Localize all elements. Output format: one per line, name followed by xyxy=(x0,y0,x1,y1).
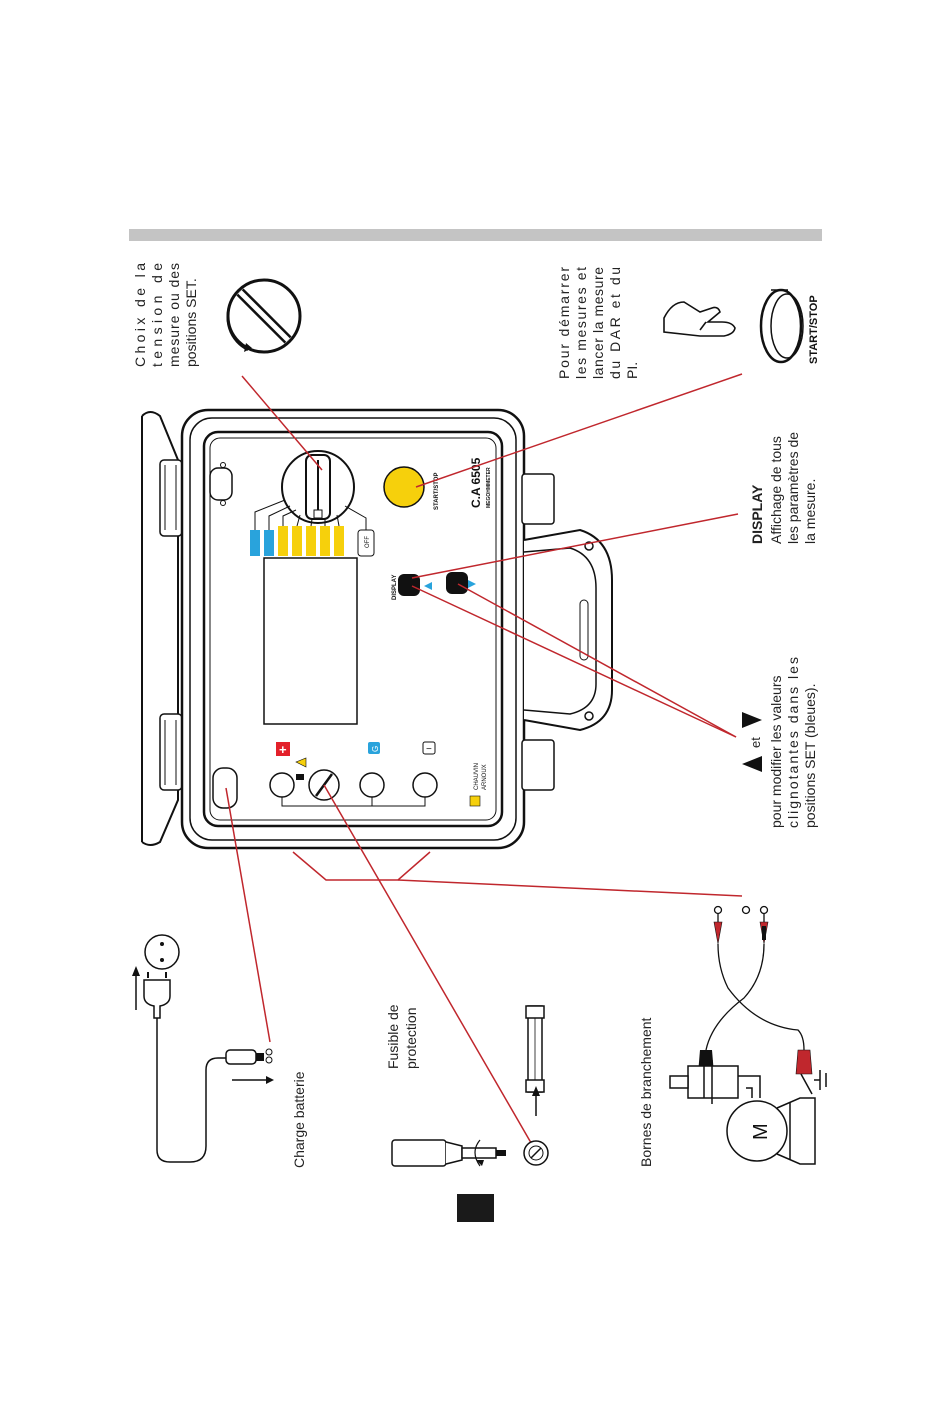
et-label: et xyxy=(748,737,763,748)
page-tab xyxy=(457,1194,494,1222)
terminal-g-label: G xyxy=(371,746,380,752)
callout-text-line: Fusible de xyxy=(385,1004,401,1069)
display-button[interactable] xyxy=(398,574,420,596)
header-bar xyxy=(129,229,822,241)
latch xyxy=(521,739,555,791)
callout-text-line: positions SET. xyxy=(183,278,199,367)
model-subtitle: MEGOHMMETER xyxy=(486,467,492,508)
latch xyxy=(521,473,555,525)
callout-text-line: positions SET (bleues). xyxy=(802,684,818,828)
off-label: OFF xyxy=(365,536,371,548)
fuse-label: Fusible de protection xyxy=(385,1004,419,1069)
terminal-g-tag xyxy=(368,742,380,754)
start-stop-panel-label: START/STOP xyxy=(434,473,440,510)
callout-voltage-choice: Choix de la tension de mesure ou des pos… xyxy=(132,263,199,367)
lid-hinge xyxy=(159,459,183,537)
screwdriver-icon xyxy=(391,1139,506,1167)
tag-vm xyxy=(278,526,288,556)
brand-line1: CHAUVIN xyxy=(474,763,480,790)
callout-text-line: les paramètres de xyxy=(785,432,801,544)
callout-text-line: mesure ou des xyxy=(166,263,182,367)
pressing-hand-icon xyxy=(663,301,736,337)
terminal-g[interactable] xyxy=(359,772,385,798)
callout-text-line: pour modifier les valeurs xyxy=(768,675,784,828)
tag-500v xyxy=(334,526,344,556)
rotary-knob-icon xyxy=(226,278,302,354)
blue-up-arrow-icon xyxy=(424,582,432,590)
callout-text-line: tension de xyxy=(149,263,165,367)
brand-line2: ARNOUX xyxy=(482,764,488,790)
charge-connector-icon xyxy=(265,1048,273,1056)
red-callout-lines xyxy=(225,373,743,1149)
charge-label: Charge batterie xyxy=(291,1071,307,1168)
lid-hinge xyxy=(159,713,183,791)
model-name: C.A 6505 xyxy=(469,457,483,508)
callout-start-stop: Pour démarrer les mesures et lancer la m… xyxy=(556,267,640,379)
callout-text-line: PI. xyxy=(624,362,640,379)
mains-plug-icon xyxy=(132,934,274,1163)
wall-outlet-icon xyxy=(144,934,180,970)
display-panel-label: DISPLAY xyxy=(392,575,398,600)
terminal-plus-tag xyxy=(276,742,290,756)
lcd-screen xyxy=(263,557,358,725)
warning-triangle-icon xyxy=(295,757,307,768)
case-lid xyxy=(141,411,179,846)
terminal-minus-tag xyxy=(422,741,436,755)
front-panel-inner xyxy=(209,437,497,821)
callout-text-line: Pour démarrer xyxy=(556,267,572,379)
up-triangle-icon xyxy=(742,756,762,772)
brand-logo-icon xyxy=(469,795,481,807)
callout-text-line: Affichage de tous xyxy=(768,436,784,544)
callout-text-line: la mesure. xyxy=(802,479,818,544)
callout-arrows: pour modifier les valeurs clignotantes d… xyxy=(768,657,818,828)
fuse-cap-icon xyxy=(523,1140,549,1166)
blue-down-arrow-icon xyxy=(468,580,476,588)
red-probe-tip xyxy=(713,921,723,945)
front-panel xyxy=(202,430,504,828)
lead-terminal-ring xyxy=(713,905,723,915)
arrow-keys-legend: et xyxy=(742,712,763,772)
lead-terminal-ring xyxy=(741,905,751,915)
terminal-plus[interactable] xyxy=(269,772,295,798)
start-stop-button-icon: START/STOP xyxy=(759,288,820,364)
tag-2500v xyxy=(306,526,316,556)
callout-text-line: lancer la mesure xyxy=(590,267,606,379)
usb-port[interactable] xyxy=(212,767,238,809)
start-stop-button[interactable] xyxy=(383,466,425,508)
callout-text-line: clignotantes dans les xyxy=(785,657,801,828)
callout-text-line: Choix de la xyxy=(132,263,148,367)
tag-set-vm xyxy=(264,530,274,556)
callout-text-line: du DAR et du xyxy=(607,267,623,379)
display-title: DISPLAY xyxy=(749,484,765,544)
motor-label: M xyxy=(750,1123,772,1140)
down-triangle-icon xyxy=(742,712,762,728)
carry-handle xyxy=(523,528,613,732)
test-leads xyxy=(705,905,805,1051)
start-stop-label: START/STOP xyxy=(808,295,820,364)
terminals-label: Bornes de branchement xyxy=(638,1017,654,1167)
charge-socket[interactable] xyxy=(209,467,233,501)
tag-set-500v xyxy=(250,530,260,556)
arrow-button[interactable] xyxy=(446,572,468,594)
tag-5000v xyxy=(292,526,302,556)
motor-icon xyxy=(669,1060,827,1165)
callout-text-line: les mesures et xyxy=(573,267,589,379)
lead-terminal-ring xyxy=(759,905,769,915)
case-rim xyxy=(189,417,517,841)
tag-1000v xyxy=(320,526,330,556)
callout-display: DISPLAY Affichage de tous les paramètres… xyxy=(749,432,818,544)
terminal-minus[interactable] xyxy=(412,772,438,798)
device-case: OFF START/STOP C.A 6505 MEGOHMMETER DISP… xyxy=(141,408,613,850)
callout-text-line: protection xyxy=(403,1008,419,1069)
switch-position-tags: OFF xyxy=(250,499,375,557)
fuse-icon xyxy=(525,1005,545,1116)
terminal-minus-label: − xyxy=(426,744,432,755)
terminal-plus-label: + xyxy=(279,742,287,757)
